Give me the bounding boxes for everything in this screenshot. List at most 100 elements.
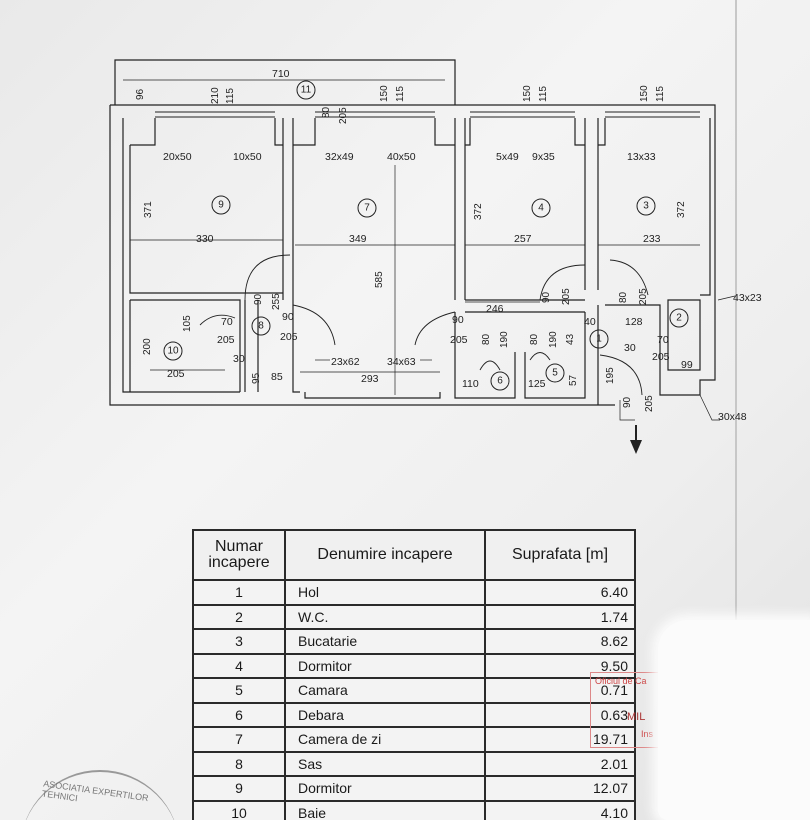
dim-label: 90 bbox=[541, 291, 552, 303]
dim-label: 90 bbox=[622, 396, 633, 408]
dim-label: 32x49 bbox=[325, 151, 354, 163]
seal-text: ASOCIATIA EXPERTILOR TEHNICI bbox=[41, 778, 150, 804]
dim-label: 90 bbox=[253, 293, 264, 305]
dim-label: 246 bbox=[486, 303, 504, 315]
room-number-6: 6 bbox=[497, 376, 503, 387]
paper-fold bbox=[735, 0, 737, 820]
balcony-11 bbox=[114, 59, 456, 105]
dim-label: 40 bbox=[584, 316, 596, 328]
dim-label: 70 bbox=[221, 316, 233, 328]
room-number-1: 1 bbox=[596, 334, 602, 345]
dim-label: 90 bbox=[282, 311, 294, 323]
dim-label: 115 bbox=[655, 86, 666, 102]
dim-label: 190 bbox=[548, 331, 559, 348]
outer-wall-top-right bbox=[110, 104, 716, 396]
room-name-cell: Camara bbox=[284, 677, 486, 704]
dim-label: 150 bbox=[379, 85, 390, 102]
dim-label: 330 bbox=[196, 233, 214, 245]
room-number-cell: 4 bbox=[192, 652, 286, 679]
dim-label: 372 bbox=[676, 201, 687, 218]
dim-label: 200 bbox=[142, 338, 153, 355]
room-area-cell: 0.71 bbox=[484, 677, 636, 704]
room-number-cell: 2 bbox=[192, 603, 286, 630]
dim-label: 40x50 bbox=[387, 151, 416, 163]
dim-label: 70 bbox=[657, 334, 669, 346]
dim-label: 205 bbox=[450, 334, 468, 346]
room-marker-8 bbox=[251, 316, 271, 336]
dim-label: 5x49 bbox=[496, 151, 519, 163]
dim-label: 205 bbox=[652, 351, 670, 363]
dim-label: 115 bbox=[395, 86, 406, 102]
dim-label: 95 bbox=[251, 372, 262, 384]
room-number-cell: 10 bbox=[192, 799, 286, 820]
dim-label: 30x48 bbox=[718, 411, 747, 423]
room-marker-2 bbox=[669, 308, 689, 328]
dim-label: 125 bbox=[528, 378, 546, 390]
room-area-cell: 4.10 bbox=[484, 799, 636, 820]
dim-label: 205 bbox=[167, 368, 185, 380]
dim-label: 80 bbox=[529, 333, 540, 345]
dim-label: 210 bbox=[210, 87, 221, 104]
dim-label: 80 bbox=[321, 106, 332, 118]
dim-label: 128 bbox=[625, 316, 643, 328]
room-number-cell: 6 bbox=[192, 701, 286, 728]
dim-label: 43 bbox=[565, 333, 576, 345]
floor-plan: 11 9 7 4 3 8 10 1 2 6 5 710 20x50 10x50 … bbox=[109, 59, 762, 454]
dim-label: 110 bbox=[462, 378, 479, 390]
room-name-cell: Camera de zi bbox=[284, 726, 486, 753]
dim-label: 115 bbox=[225, 88, 236, 104]
dim-label: 23x62 bbox=[331, 356, 360, 368]
room-marker-3 bbox=[636, 196, 656, 216]
room-name-cell: Dormitor bbox=[284, 652, 486, 679]
dim-label: 20x50 bbox=[163, 151, 192, 163]
room-number-10: 10 bbox=[167, 346, 179, 357]
dim-label: 205 bbox=[644, 395, 655, 412]
dim-label: 710 bbox=[272, 68, 290, 80]
room-marker-4 bbox=[531, 198, 551, 218]
redaction-blur bbox=[658, 620, 810, 820]
dim-label: 9x35 bbox=[532, 151, 555, 163]
dim-label: 349 bbox=[349, 233, 367, 245]
dim-label: 205 bbox=[638, 288, 649, 305]
room-marker-7 bbox=[357, 198, 377, 218]
room-number-5: 5 bbox=[552, 368, 558, 379]
room-marker-10 bbox=[163, 341, 183, 361]
stamp-text: Ins bbox=[641, 729, 654, 739]
dim-label: 34x63 bbox=[387, 356, 416, 368]
room-number-cell: 5 bbox=[192, 677, 286, 704]
dim-label: 195 bbox=[605, 367, 616, 384]
outer-wall-left-bottom bbox=[109, 105, 615, 406]
dim-label: 115 bbox=[538, 86, 549, 102]
room-number-9: 9 bbox=[218, 200, 224, 211]
dim-label: 150 bbox=[639, 85, 650, 102]
dim-label: 80 bbox=[481, 333, 492, 345]
dim-label: 255 bbox=[271, 293, 282, 310]
dim-label: 30 bbox=[624, 342, 636, 354]
room-marker-1 bbox=[589, 329, 609, 349]
room-number-8: 8 bbox=[258, 321, 264, 332]
column-header-name: Denumire incapere bbox=[284, 529, 486, 581]
room-number-2: 2 bbox=[676, 313, 682, 324]
stamp-text: MIL bbox=[627, 711, 646, 723]
dim-label: 205 bbox=[217, 334, 235, 346]
dim-label: 585 bbox=[374, 271, 385, 288]
room-name-cell: Sas bbox=[284, 750, 486, 777]
room-name-cell: Debara bbox=[284, 701, 486, 728]
dim-label: 233 bbox=[643, 233, 661, 245]
dim-label: 99 bbox=[681, 359, 693, 371]
room-area-cell: 1.74 bbox=[484, 603, 636, 630]
room-area-cell: 2.01 bbox=[484, 750, 636, 777]
room-number-7: 7 bbox=[364, 203, 370, 214]
room-name-cell: Bucatarie bbox=[284, 628, 486, 655]
dim-label: 13x33 bbox=[627, 151, 656, 163]
